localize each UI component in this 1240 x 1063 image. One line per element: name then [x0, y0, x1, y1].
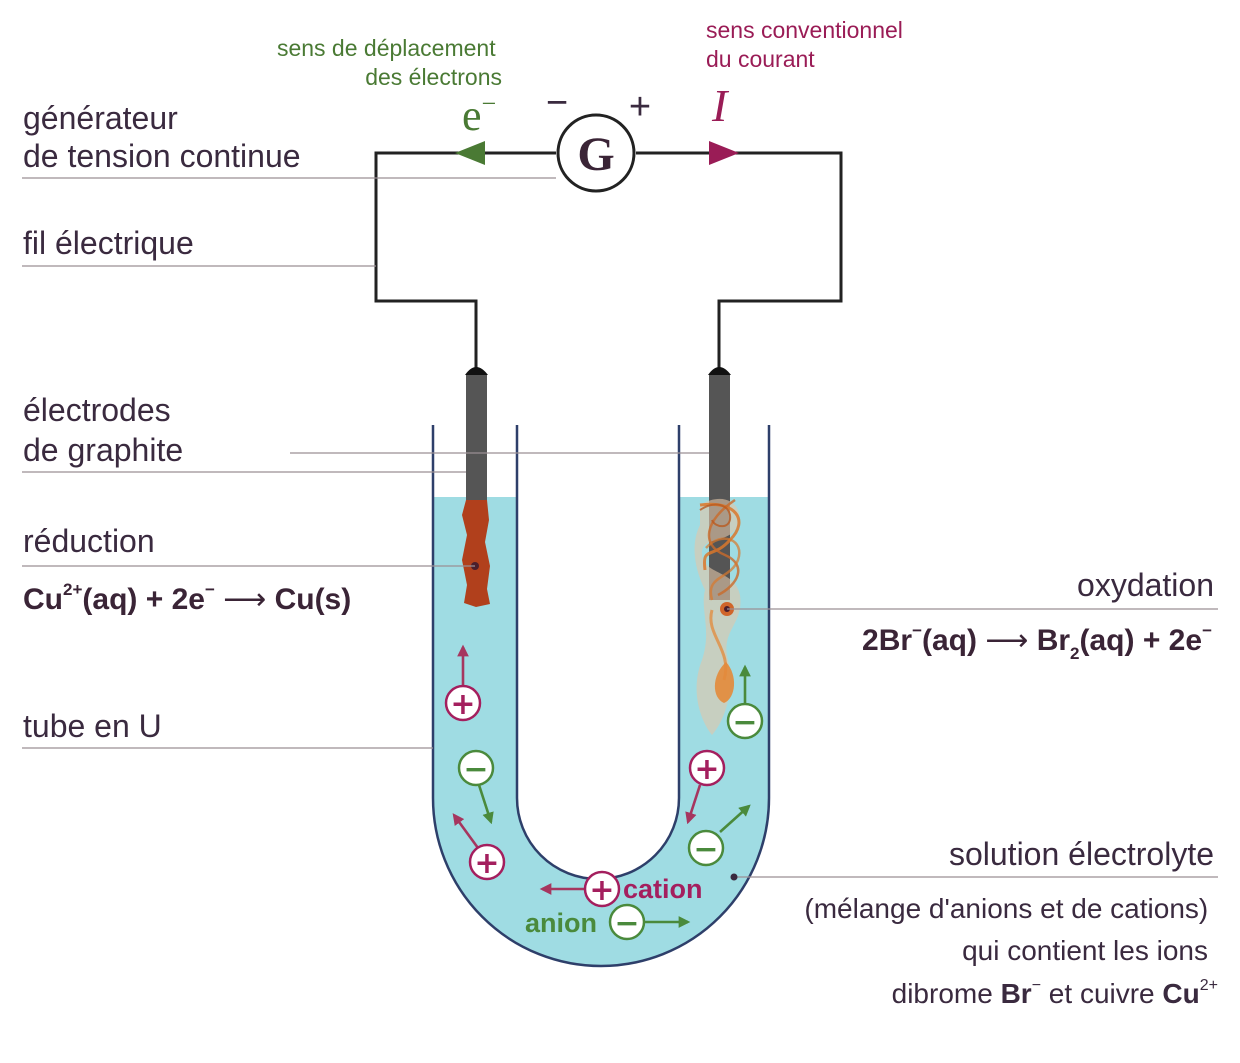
- bromine-plume: [694, 498, 741, 735]
- reduction-equation: Cu2+(aq) + 2e− ⟶ Cu(s): [23, 580, 351, 616]
- svg-text:+: +: [589, 873, 614, 908]
- svg-text:−: −: [463, 752, 488, 787]
- generator-symbol: [556, 113, 636, 193]
- utube-label: tube en U: [23, 708, 162, 744]
- svg-text:+: +: [450, 687, 475, 722]
- copper-deposit: [462, 500, 490, 607]
- oxidation-equation: 2Br−(aq) ⟶ Br2(aq) + 2e−: [862, 621, 1212, 663]
- cation-ion: +: [583, 870, 621, 908]
- cation-ion: +: [468, 843, 506, 881]
- cation-label: cation: [623, 874, 703, 904]
- anion-ion: −: [457, 749, 495, 787]
- u-tube-inner-wall: [515, 425, 681, 881]
- wire-left: [374, 151, 556, 368]
- electrolyte-label: solution électrolyte: [949, 836, 1214, 872]
- u-tube-outer-wall: [431, 425, 771, 968]
- generator-label: générateur de tension continue: [23, 100, 301, 174]
- svg-text:−: −: [693, 832, 718, 867]
- cation-ion: +: [688, 749, 726, 787]
- reduction-label: réduction: [23, 523, 155, 559]
- electrolyte-description: (mélange d'anions et de cations) qui con…: [804, 893, 1216, 966]
- cathode-electrode: [465, 367, 488, 508]
- electrodes-label: électrodes de graphite: [23, 392, 183, 468]
- anion-ion: −: [608, 903, 646, 941]
- svg-text:−: −: [732, 705, 757, 740]
- generator-minus-terminal: −: [546, 82, 568, 124]
- generator-plus-terminal: +: [629, 86, 651, 128]
- ion-arrows: [452, 644, 751, 928]
- anion-label: anion: [525, 908, 597, 938]
- svg-text:−: −: [614, 906, 639, 941]
- anion-ion: −: [687, 829, 725, 867]
- cation-ion: +: [444, 684, 482, 722]
- current-direction-label: sens conventionnel du courant: [706, 17, 909, 72]
- electrolyte-ions-line: dibrome Br− et cuivre Cu2+: [892, 977, 1218, 1009]
- current-arrow-icon: [709, 141, 739, 165]
- wire-label: fil électrique: [23, 225, 194, 261]
- oxidation-label: oxydation: [1077, 567, 1214, 603]
- anode-electrode: [708, 367, 731, 600]
- current-symbol: I: [711, 80, 730, 131]
- anion-ion: −: [726, 702, 764, 740]
- electron-arrow-icon: [455, 141, 485, 165]
- wire-right: [636, 151, 843, 368]
- electron-direction-label: sens de déplacement des électrons: [277, 35, 502, 90]
- svg-text:+: +: [474, 846, 499, 881]
- electrolyte-marker-dot: [730, 873, 738, 881]
- electron-symbol: e−: [462, 89, 496, 140]
- generator-letter: G: [577, 128, 614, 181]
- svg-text:+: +: [694, 752, 719, 787]
